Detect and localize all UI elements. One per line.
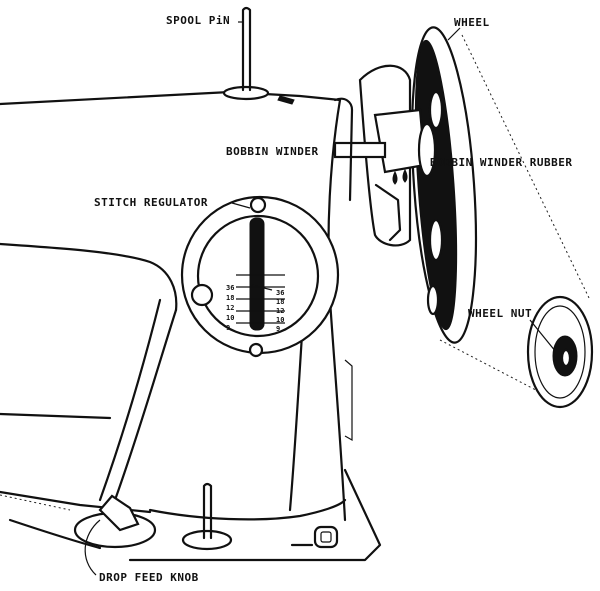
wheel-nut-leader [529, 319, 557, 353]
scale-right-4: 9 [276, 325, 281, 333]
regulator-scale-left: 36 18 12 10 9 [226, 283, 234, 333]
head-body-right [327, 98, 347, 522]
bed-plate-front [8, 518, 102, 550]
drop-feed-leader [84, 519, 101, 576]
projection-line-bottom [439, 339, 556, 401]
bed-spool-pin [202, 482, 213, 540]
wheel-nut-hole [560, 348, 572, 368]
bobbin-winder-drops [392, 168, 408, 185]
regulator-screw-bottom [248, 342, 264, 358]
label-stitch-regulator: STITCH REGULATOR [94, 196, 208, 209]
drop-feed-motion-line [0, 494, 71, 511]
scale-left-2: 12 [226, 304, 235, 312]
regulator-scale-right: 36 18 12 10 9 [276, 289, 284, 334]
scale-right-0: 36 [276, 289, 285, 297]
wheel-spokes [414, 39, 458, 331]
wheel-leader [447, 27, 461, 41]
wheel-spoke-gap-3 [426, 284, 440, 316]
head-side-panel [344, 359, 353, 442]
wheel-nut-ring [534, 305, 586, 399]
arm-lower-line [0, 412, 112, 420]
stitch-regulator-leader [231, 202, 251, 209]
spool-pin-top [241, 6, 252, 92]
regulator-screw-top [249, 196, 267, 214]
thread-guide [277, 95, 295, 105]
pillar-left-inner [98, 298, 162, 502]
head-back-curve [333, 97, 354, 202]
spool-pin-base [222, 85, 270, 101]
head-base [148, 498, 347, 521]
drop-feed-knob-body [98, 494, 140, 532]
label-wheel: WHEEL [454, 16, 490, 29]
wheel-spoke-gap-1 [428, 90, 444, 130]
scale-left-4: 9 [226, 324, 231, 332]
scale-right-1: 18 [276, 298, 285, 306]
regulator-knob [190, 283, 214, 307]
scale-left-1: 18 [226, 294, 235, 302]
label-drop-feed-knob: DROP FEED KNOB [99, 571, 199, 584]
label-wheel-nut: WHEEL NUT [468, 307, 533, 320]
bed-spool-pin-base [181, 529, 233, 551]
regulator-slot [249, 217, 265, 331]
scale-left-0: 36 [226, 284, 235, 292]
arm-lower-edge [0, 242, 178, 312]
bed-plate-right [128, 468, 382, 562]
scale-right-2: 12 [276, 307, 285, 315]
bobbin-winder-rubber-ring [417, 122, 437, 178]
scale-right-3: 10 [276, 316, 285, 324]
bed-lock-knob [313, 525, 339, 549]
scale-left-3: 10 [226, 314, 235, 322]
bobbin-winder-body [373, 108, 427, 174]
label-bobbin-winder-rubber: BOBBIN WINDER RUBBER [430, 156, 573, 169]
label-spool-pin: SPOOL PiN [166, 14, 231, 27]
regulator-ticks [236, 274, 285, 324]
projection-line-top [461, 34, 591, 301]
pillar-left [113, 308, 178, 502]
bed-lock-knob-inner [320, 531, 332, 543]
bobbin-winder-shaft [333, 141, 387, 159]
winder-bracket [374, 183, 402, 242]
wheel-spoke-gap-2 [428, 218, 444, 262]
label-bobbin-winder: BOBBIN WINDER [226, 145, 319, 158]
